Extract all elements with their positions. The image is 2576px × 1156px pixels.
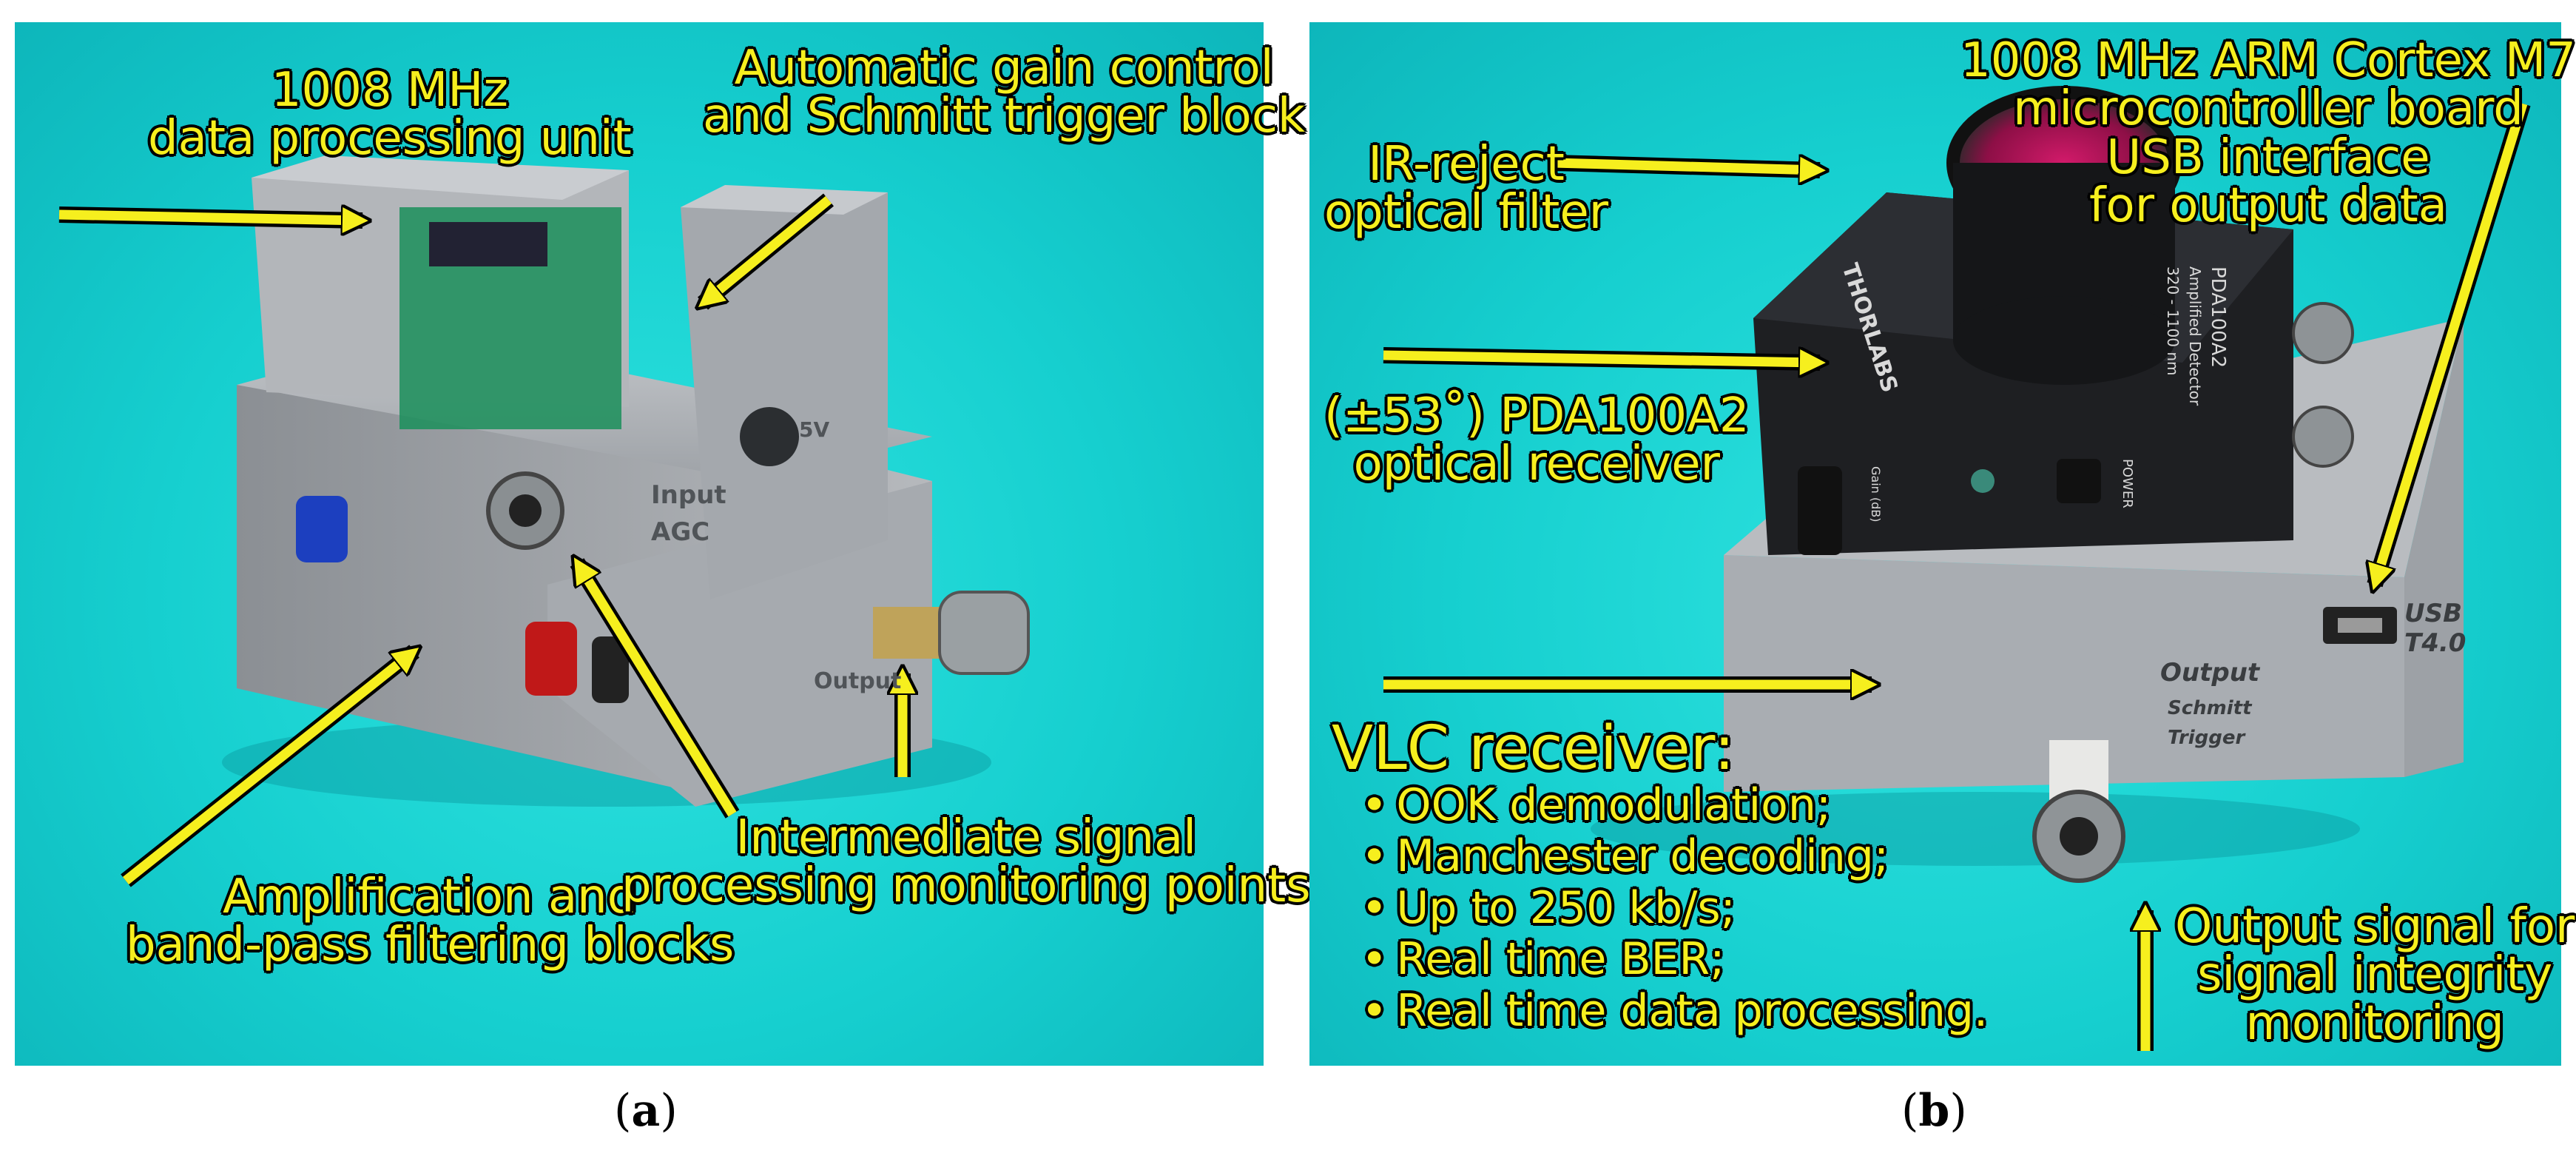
label-microcontroller: 1008 MHz ARM Cortex M7 microcontroller b… — [1960, 33, 2576, 233]
marking-model: PDA100A2 — [2207, 266, 2229, 368]
marking-5v: 5V — [799, 417, 829, 442]
arrow-optical-receiver — [1383, 355, 1820, 363]
label-agc-block: Automatic gain control and Schmitt trigg… — [703, 41, 1306, 144]
marking-power: POWER — [2120, 459, 2135, 508]
arrow-amplification — [122, 651, 414, 885]
list-item: OOK demodulation; — [1361, 779, 1988, 832]
label-optical-receiver: (±53˚) PDA100A2 optical receiver — [1324, 389, 1750, 492]
label-amplification: Amplification and band-pass filtering bl… — [126, 870, 735, 973]
caption-b: (b) — [1901, 1085, 1967, 1137]
list-item: Manchester decoding; — [1361, 831, 1988, 883]
label-ir-filter: IR-reject optical filter — [1324, 137, 1609, 241]
list-item: Real time data processing. — [1361, 985, 1988, 1038]
marking-subtitle: Amplified Detector — [2186, 266, 2204, 406]
photo-panel-b: THORLABS PDA100A2 Amplified Detector 320… — [1309, 22, 2576, 1066]
label-processing-unit: 1008 MHz data processing unit — [148, 63, 632, 167]
power-switch — [2057, 459, 2101, 503]
arrow-ir-filter — [1553, 163, 1820, 170]
label-monitoring: Intermediate signal processing monitorin… — [621, 810, 1311, 914]
caption-a: (a) — [614, 1085, 678, 1137]
marking-agc: AGC — [651, 517, 709, 547]
list-item: Up to 250 kb/s; — [1361, 882, 1988, 935]
marking-t40: T4.0 — [2404, 628, 2466, 658]
bnc-connector-output — [938, 591, 1030, 675]
arrow-monitoring-1 — [577, 562, 737, 817]
vlc-feature-list: OOK demodulation; Manchester decoding; U… — [1361, 779, 1988, 1038]
marking-output-b: Output — [2160, 658, 2261, 688]
power-led — [1971, 469, 1995, 493]
marking-range: 320 - 1100 nm — [2164, 266, 2182, 376]
label-vlc-receiver: VLC receiver: OOK demodulation; Manchest… — [1332, 718, 1988, 1038]
photo-panel-a: Input AGC 5V Output 1008 MHz data proces… — [15, 22, 1311, 1066]
gain-knob — [1798, 466, 1842, 555]
marking-schmitt: Schmitt — [2168, 697, 2253, 719]
vlc-title: VLC receiver: — [1332, 713, 1735, 784]
device-photo-b: THORLABS PDA100A2 Amplified Detector 320… — [1383, 86, 2531, 1051]
marking-input: Input — [651, 480, 726, 510]
marking-usb: USB — [2404, 599, 2462, 628]
marking-trigger: Trigger — [2168, 727, 2246, 749]
device-photo-a: Input AGC 5V Output — [58, 155, 1030, 887]
arrow-processing-unit — [58, 215, 363, 221]
arrow-agc-block — [703, 195, 832, 303]
label-output-signal: Output signal for signal integrity monit… — [2175, 899, 2575, 1051]
enclosure-base-b — [1724, 555, 2404, 792]
red-jack — [525, 622, 577, 696]
blue-jack — [296, 496, 348, 562]
list-item: Real time BER; — [1361, 934, 1988, 986]
arrow-microcontroller — [2375, 102, 2528, 585]
marking-gain: Gain (dB) — [1869, 466, 1883, 522]
marking-output: Output — [814, 668, 901, 694]
